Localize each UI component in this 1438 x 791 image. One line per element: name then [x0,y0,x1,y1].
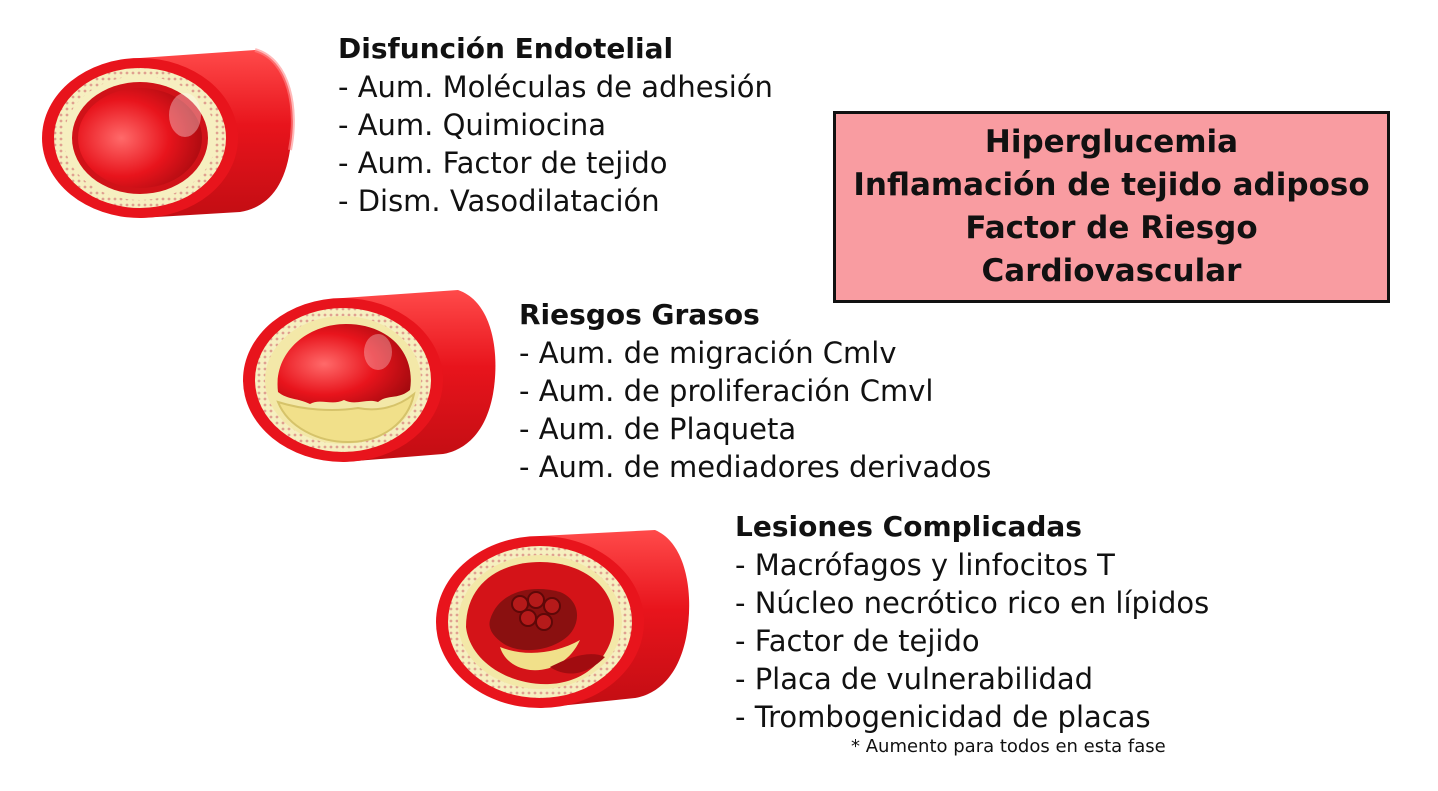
list-item: Dism. Vasodilatación [338,182,773,220]
risk-line: Factor de Riesgo [965,210,1258,246]
list-item: Aum. de mediadores derivados [519,448,992,486]
list-item: Núcleo necrótico rico en lípidos [735,584,1210,622]
footnote: * Aumento para todos en esta fase [851,736,1166,757]
list-item: Aum. de proliferación Cmvl [519,372,991,410]
list-item: Trombogenicidad de placas [735,698,1209,736]
list-item: Aum. de Plaqueta [519,410,991,448]
list-item: Placa de vulnerabilidad [735,660,1209,698]
stage-title: Lesiones Complicadas [735,510,1082,543]
stage-complicated-lesions: Lesiones Complicadas Macrófagos y linfoc… [735,508,1209,736]
list-item: Aum. Factor de tejido [338,144,773,182]
stage-title: Disfunción Endotelial [338,32,674,65]
fatty-artery-icon [243,290,496,462]
stage-endothelial-dysfunction: Disfunción Endotelial Aum. Moléculas de … [338,30,773,220]
stage-item-list: Macrófagos y linfocitos T Núcleo necróti… [735,546,1210,736]
stage-item-list: Aum. de migración Cmlv Aum. de prolifera… [519,334,992,486]
risk-line: Cardiovascular [981,253,1242,289]
stage-item-list: Aum. Moléculas de adhesión Aum. Quimioci… [338,68,773,220]
list-item: Aum. Moléculas de adhesión [338,68,773,106]
list-item: Factor de tejido [735,622,1209,660]
list-item: Aum. de migración Cmlv [519,334,991,372]
healthy-artery-icon [42,48,295,218]
risk-factor-box: Hiperglucemia Inflamación de tejido adip… [833,111,1390,303]
list-item: Aum. Quimiocina [338,106,773,144]
risk-line: Inflamación de tejido adiposo [853,167,1370,203]
stage-fatty-risks: Riesgos Grasos Aum. de migración Cmlv Au… [519,296,991,486]
stage-title: Riesgos Grasos [519,298,760,331]
risk-line: Hiperglucemia [984,124,1239,160]
list-item: Macrófagos y linfocitos T [735,546,1209,584]
complicated-lesion-artery-icon [436,530,690,708]
